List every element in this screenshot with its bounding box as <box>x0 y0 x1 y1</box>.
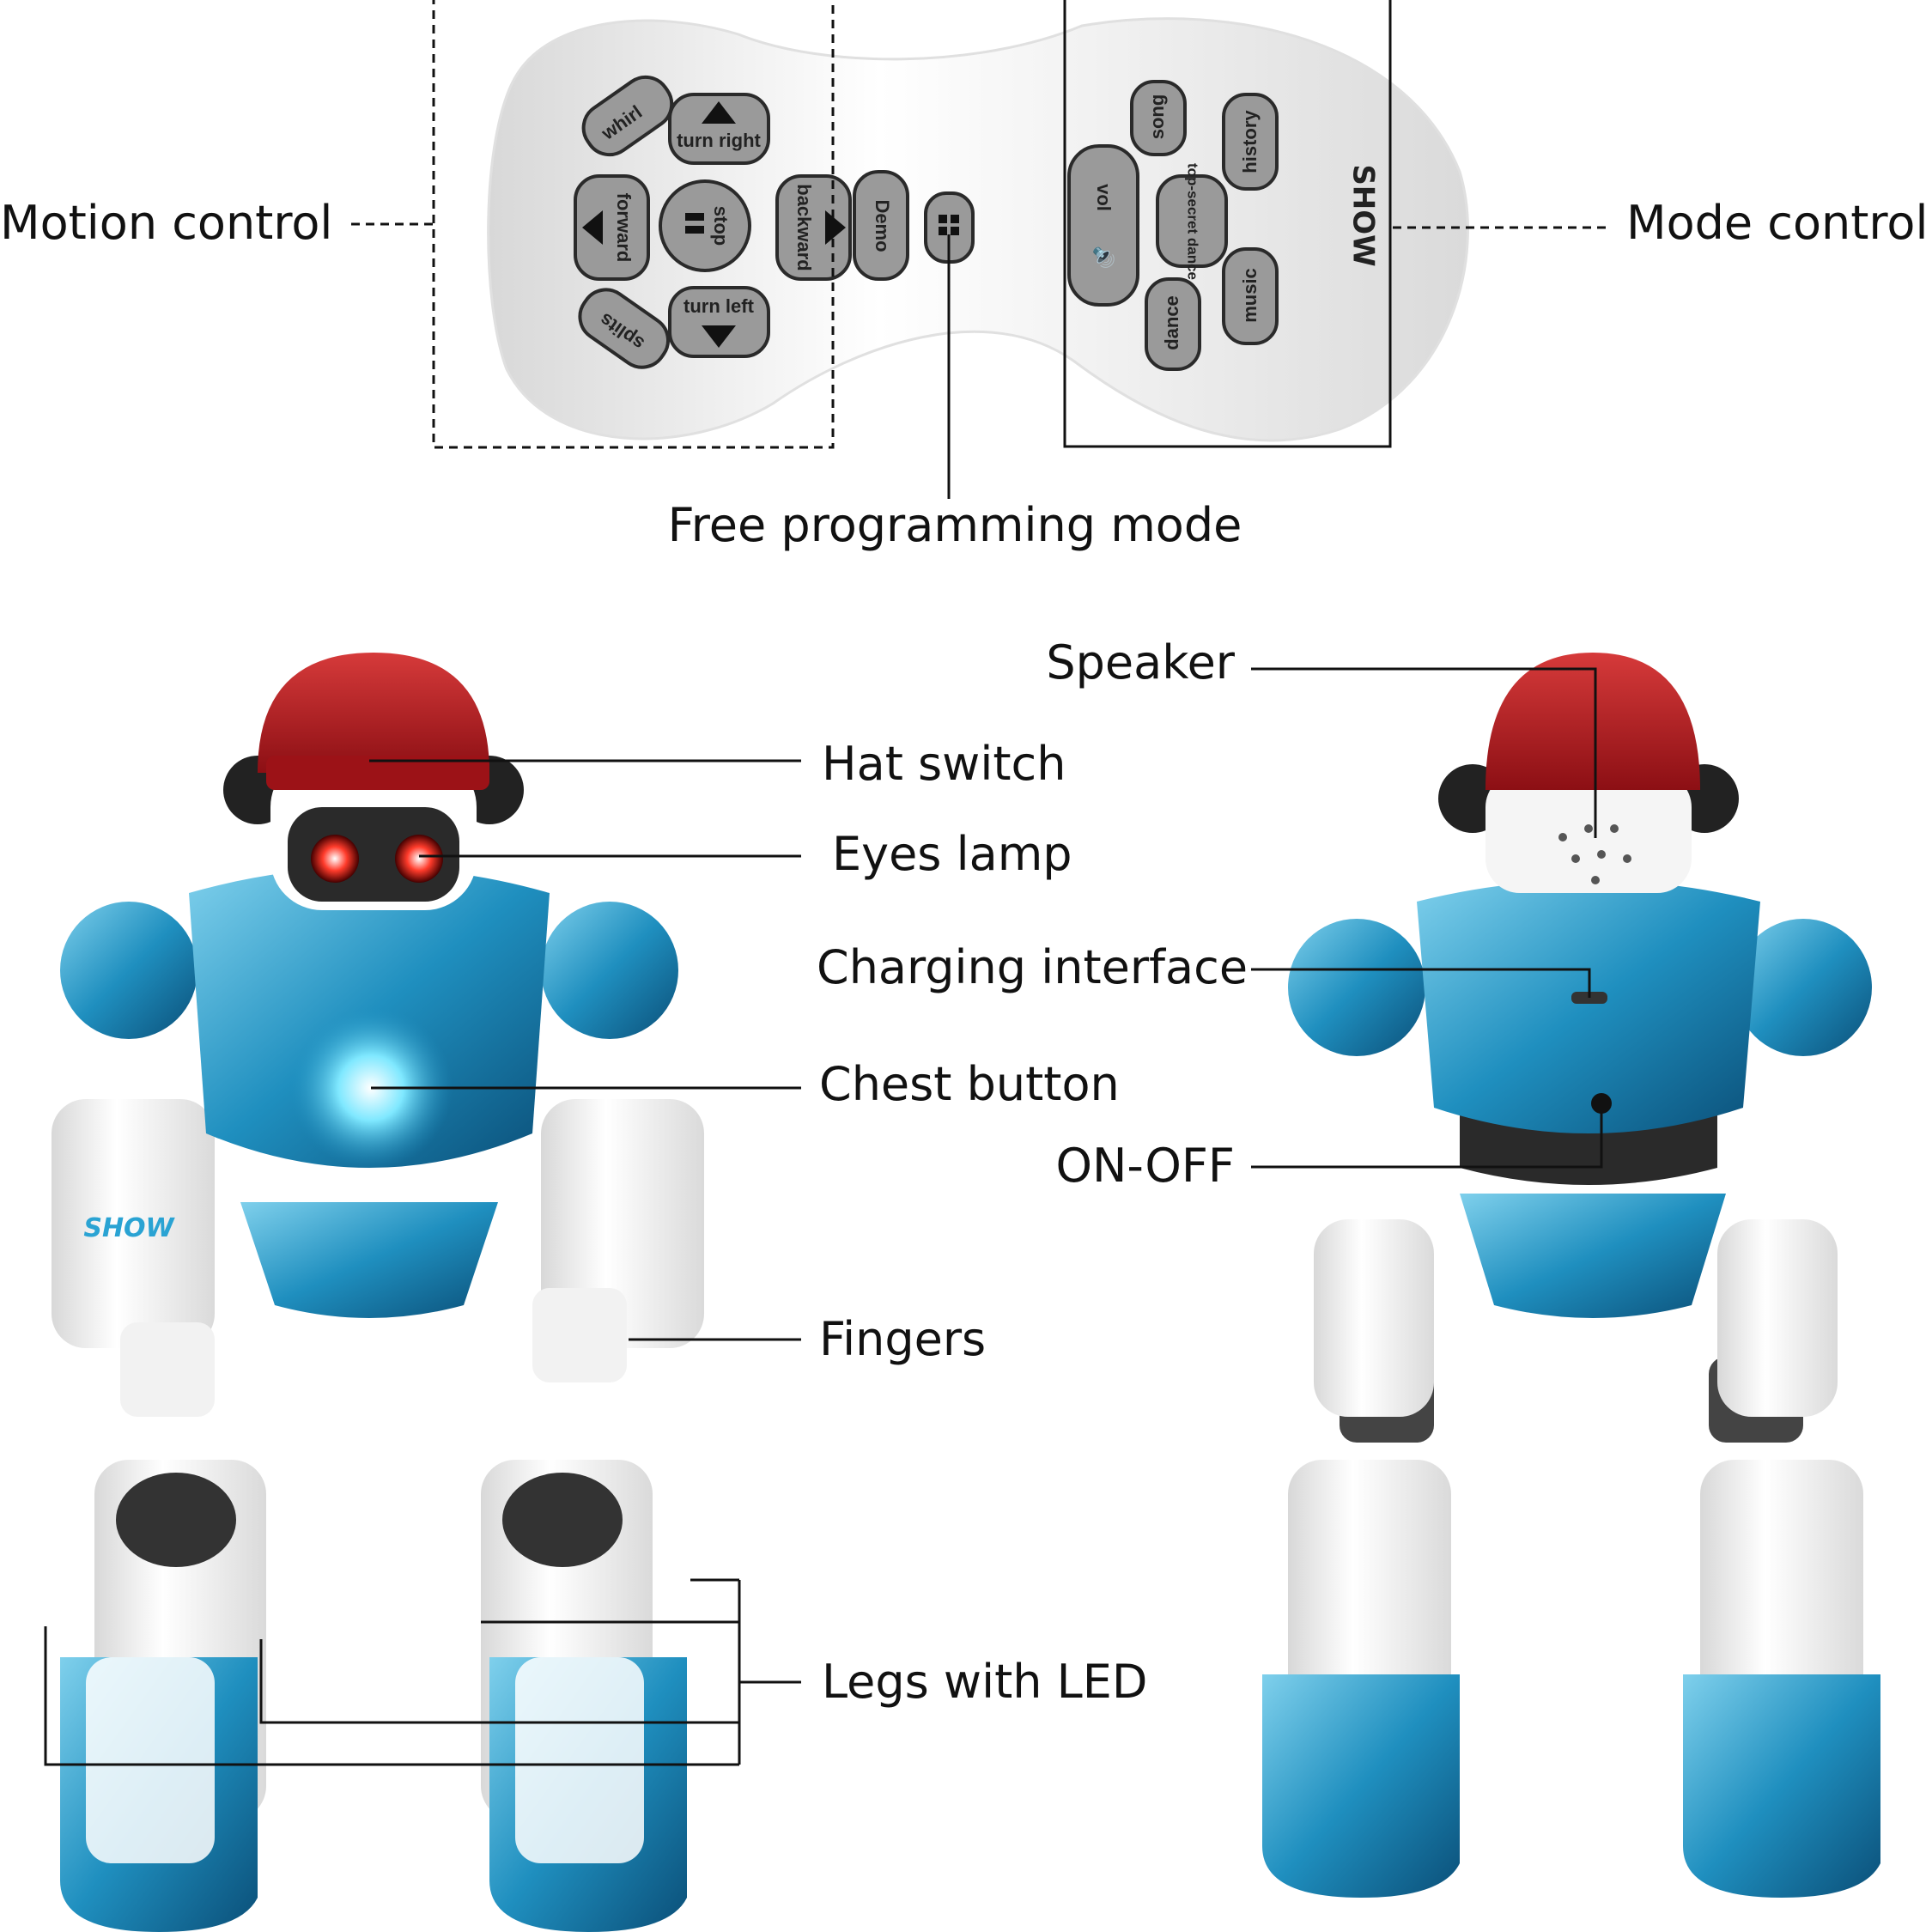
arrow-up-icon <box>702 101 736 124</box>
demo-button[interactable]: Demo <box>853 170 909 281</box>
legs-with-led-leader <box>44 1578 801 1766</box>
whirl-button[interactable]: whirl <box>574 68 682 164</box>
pause-icon <box>685 213 704 221</box>
splits-button[interactable]: splits <box>570 280 677 376</box>
motion-control-box <box>432 0 835 449</box>
arrow-left-icon <box>582 210 603 245</box>
backward-button[interactable]: backward <box>775 174 852 281</box>
song-button[interactable]: song <box>1130 80 1187 156</box>
svg-text:turn left: turn left <box>683 295 755 317</box>
robot-front: SHOW <box>52 653 704 1932</box>
stop-button[interactable]: stop <box>659 179 751 272</box>
speaker-label: Speaker <box>1046 635 1235 690</box>
speaker-leader <box>1251 667 1597 838</box>
speaker-holes <box>1558 824 1631 884</box>
svg-text:Demo: Demo <box>872 199 893 252</box>
music-button[interactable]: music <box>1222 247 1279 345</box>
eyes-lamp-label: Eyes lamp <box>832 827 1072 881</box>
volume-button[interactable]: vol 🔊 <box>1067 144 1139 307</box>
svg-text:vol: vol <box>1093 184 1115 211</box>
legs-with-led-label: Legs with LED <box>822 1655 1147 1709</box>
show-logo: SHOW <box>1346 164 1381 266</box>
mode-control-label: Mode control <box>1626 196 1928 250</box>
turn-left-button[interactable]: turn left <box>668 286 770 358</box>
program-grid-icon <box>939 215 959 235</box>
free-programming-label: Free programming mode <box>668 498 1242 552</box>
fingers-label: Fingers <box>819 1312 986 1366</box>
arrow-right-icon <box>825 210 846 245</box>
dance-button[interactable]: dance <box>1145 277 1201 371</box>
svg-text:forward: forward <box>613 193 635 263</box>
hat-switch-label: Hat switch <box>822 737 1066 791</box>
svg-text:backward: backward <box>793 184 815 271</box>
robot-back <box>1262 653 1880 1898</box>
turn-right-button[interactable]: turn right <box>668 93 770 165</box>
top-secret-dance-button[interactable]: top-secret dance <box>1156 163 1228 280</box>
svg-text:turn right: turn right <box>677 130 761 151</box>
on-off-label: ON-OFF <box>1055 1139 1235 1193</box>
svg-text:dance: dance <box>1161 295 1182 350</box>
svg-text:stop: stop <box>710 206 732 246</box>
on-off-leader <box>1251 1103 1603 1169</box>
charging-interface-leader <box>1251 968 1591 998</box>
forward-button[interactable]: forward <box>574 174 650 281</box>
speaker-volume-icon: 🔊 <box>1092 246 1115 269</box>
charging-interface-label: Charging interface <box>817 940 1248 994</box>
motion-control-label: Motion control <box>0 196 332 250</box>
hat-icon <box>258 653 489 773</box>
svg-text:music: music <box>1239 268 1261 323</box>
chest-logo: SHOW <box>83 1213 175 1243</box>
remote-control: whirl turn right forward stop backward s… <box>487 17 1469 442</box>
svg-text:top-secret dance: top-secret dance <box>1185 163 1201 280</box>
arrow-down-icon <box>702 325 736 348</box>
history-button[interactable]: history <box>1222 93 1279 191</box>
mode-control-box <box>1063 0 1392 448</box>
chest-button-label: Chest button <box>819 1057 1120 1111</box>
svg-text:history: history <box>1239 110 1261 173</box>
svg-text:song: song <box>1146 94 1168 140</box>
